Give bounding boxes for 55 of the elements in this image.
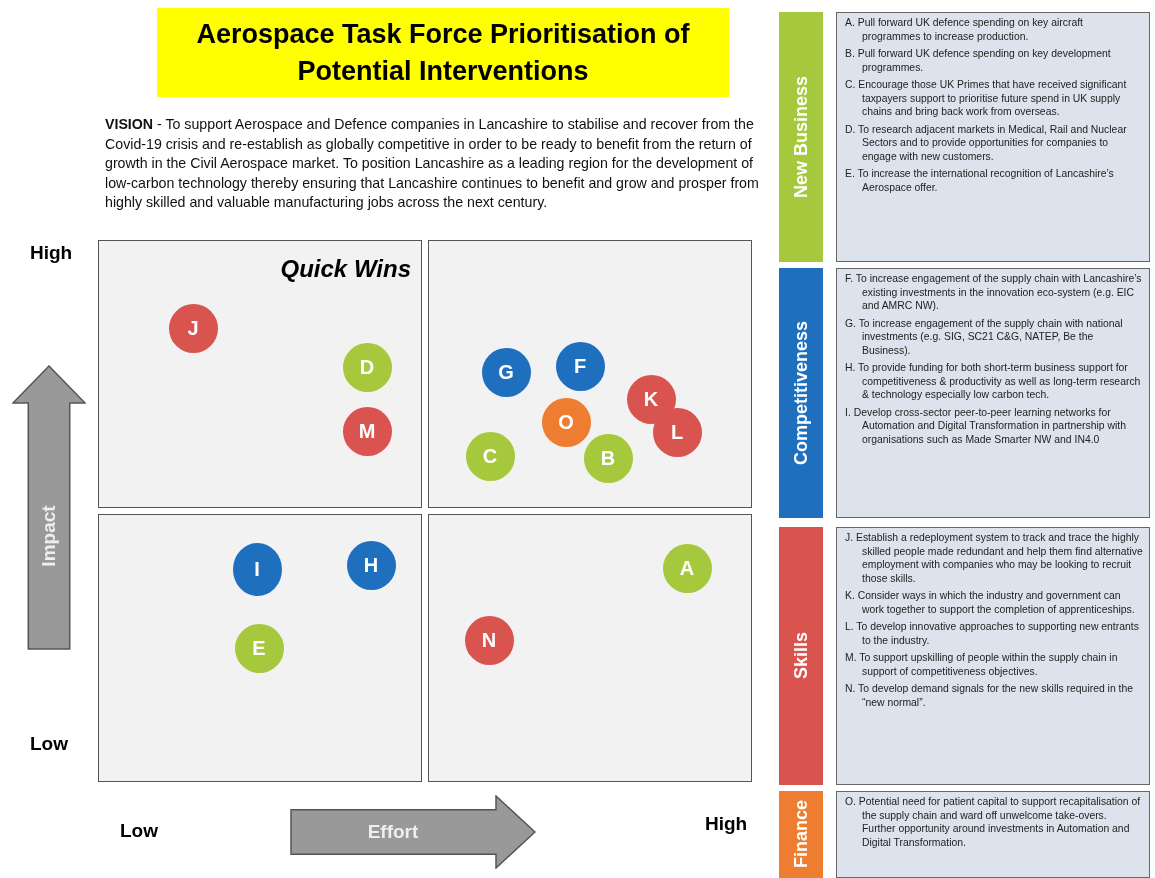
quadrant-panel <box>98 240 422 508</box>
list-item: G. To increase engagement of the supply chain with national investments (e.g. SIG, SC21 C&G, NATEP, Be the Business). <box>845 316 1124 358</box>
title-banner: Aerospace Task Force Prioritisation of Potential Interventions <box>157 8 729 97</box>
category-label: Competitiveness <box>790 320 812 465</box>
description-panel <box>836 268 1150 518</box>
category-band <box>779 791 823 878</box>
category-label: Skills <box>790 632 812 680</box>
list-item: A. Pull forward UK defence spending on key aircraft programmes to increase production. <box>845 16 1084 44</box>
list-item: O. Potential need for patient capital to support recapitalisation of the supply chain and ward off unwelcome take-overs. Further opportunity around investments in Automation and Digital Transformation. <box>845 795 1142 850</box>
axis-label: High <box>705 813 748 835</box>
quadrant-panel <box>428 240 752 508</box>
marker-circle: O <box>541 397 591 447</box>
marker-circle: A <box>662 543 712 593</box>
category-label: New Business <box>790 75 812 198</box>
description-panel <box>836 527 1150 785</box>
category-label: Finance <box>790 800 812 869</box>
marker-circle: D <box>342 342 392 392</box>
marker-circle: H <box>346 540 396 590</box>
marker-circle: L <box>652 407 702 457</box>
list-item: N. To develop demand signals for the new skills required in the “new normal”. <box>845 682 1135 710</box>
axis-title: Impact <box>38 505 60 567</box>
description-panel <box>836 12 1150 262</box>
list-item: M. To support upskilling of people within the supply chain in support of competitiveness objectives. <box>845 651 1119 679</box>
vision-paragraph: VISION - To support Aerospace and Defence companies in Lancashire to stabilise and recover from the Covid-19 crisis and re-establish as globally competitive in order to be ready to benefit from the return of growth in the Civil Aerospace market. To position Lancashire as a leading region for the development of low-carbon technology thereby ensuring that Lancashire continues to benefit and grow and prosper from highly skilled and valuable manufacturing jobs across the next century. <box>105 115 760 213</box>
list-item: J. Establish a redeployment system to track and trace the highly skilled people made redundant and help them find alternative employment with companies who may be looking to recruit those skills. <box>845 531 1143 586</box>
axis-title: Effort <box>367 821 419 843</box>
marker-circle: M <box>342 406 392 456</box>
list-item: H. To provide funding for both short-term business support for competitiveness & productivity as well as long-term research & technology especially low carbon tech. <box>845 361 1142 402</box>
category-band <box>779 527 823 785</box>
list-item: D. To research adjacent markets in Medical, Rail and Nuclear Sectors and to provide opportunities for companies to engage with new customers. <box>845 122 1128 164</box>
list-item: E. To increase the international recognition of Lancashire’s Aerospace offer. <box>845 167 1115 195</box>
quadrant-panel <box>428 514 752 782</box>
list-item: F. To increase engagement of the supply chain with Lancashire’s existing investments in the innovation eco-system (e.g. EIC and AMRC NW). <box>845 272 1143 313</box>
axis-label: Low <box>120 820 158 842</box>
axis-label: Low <box>30 733 68 755</box>
category-band <box>779 12 823 262</box>
marker-circle: B <box>583 433 633 483</box>
marker-circle: N <box>464 615 514 665</box>
marker-circle: K <box>626 374 676 424</box>
marker-circle: J <box>168 303 218 353</box>
marker-circle: E <box>234 623 284 673</box>
marker-circle: C <box>465 431 515 481</box>
marker-circle: I <box>232 542 282 596</box>
axis-label: High <box>30 242 73 264</box>
category-band <box>779 268 823 518</box>
description-panel <box>836 791 1150 878</box>
list-item: C. Encourage those UK Primes that have received significant taxpayers support to prioritise future spend in UK supply chains and bring back work from overseas. <box>845 78 1128 119</box>
list-item: I. Develop cross-sector peer-to-peer learning networks for Automation and Digital Transformation in partnership with organisations such as Made Smarter NW and IN4.0 <box>845 405 1127 447</box>
marker-circle: G <box>481 347 531 397</box>
quadrant-heading: Quick Wins <box>280 255 411 283</box>
quadrant-panel <box>98 514 422 782</box>
list-item: B. Pull forward UK defence spending on key development programmes. <box>845 47 1112 75</box>
list-item: K. Consider ways in which the industry and government can work together to support the completion of apprenticeships. <box>845 589 1136 617</box>
marker-circle: F <box>555 341 605 391</box>
list-item: L. To develop innovative approaches to supporting new entrants to the industry. <box>845 620 1140 648</box>
